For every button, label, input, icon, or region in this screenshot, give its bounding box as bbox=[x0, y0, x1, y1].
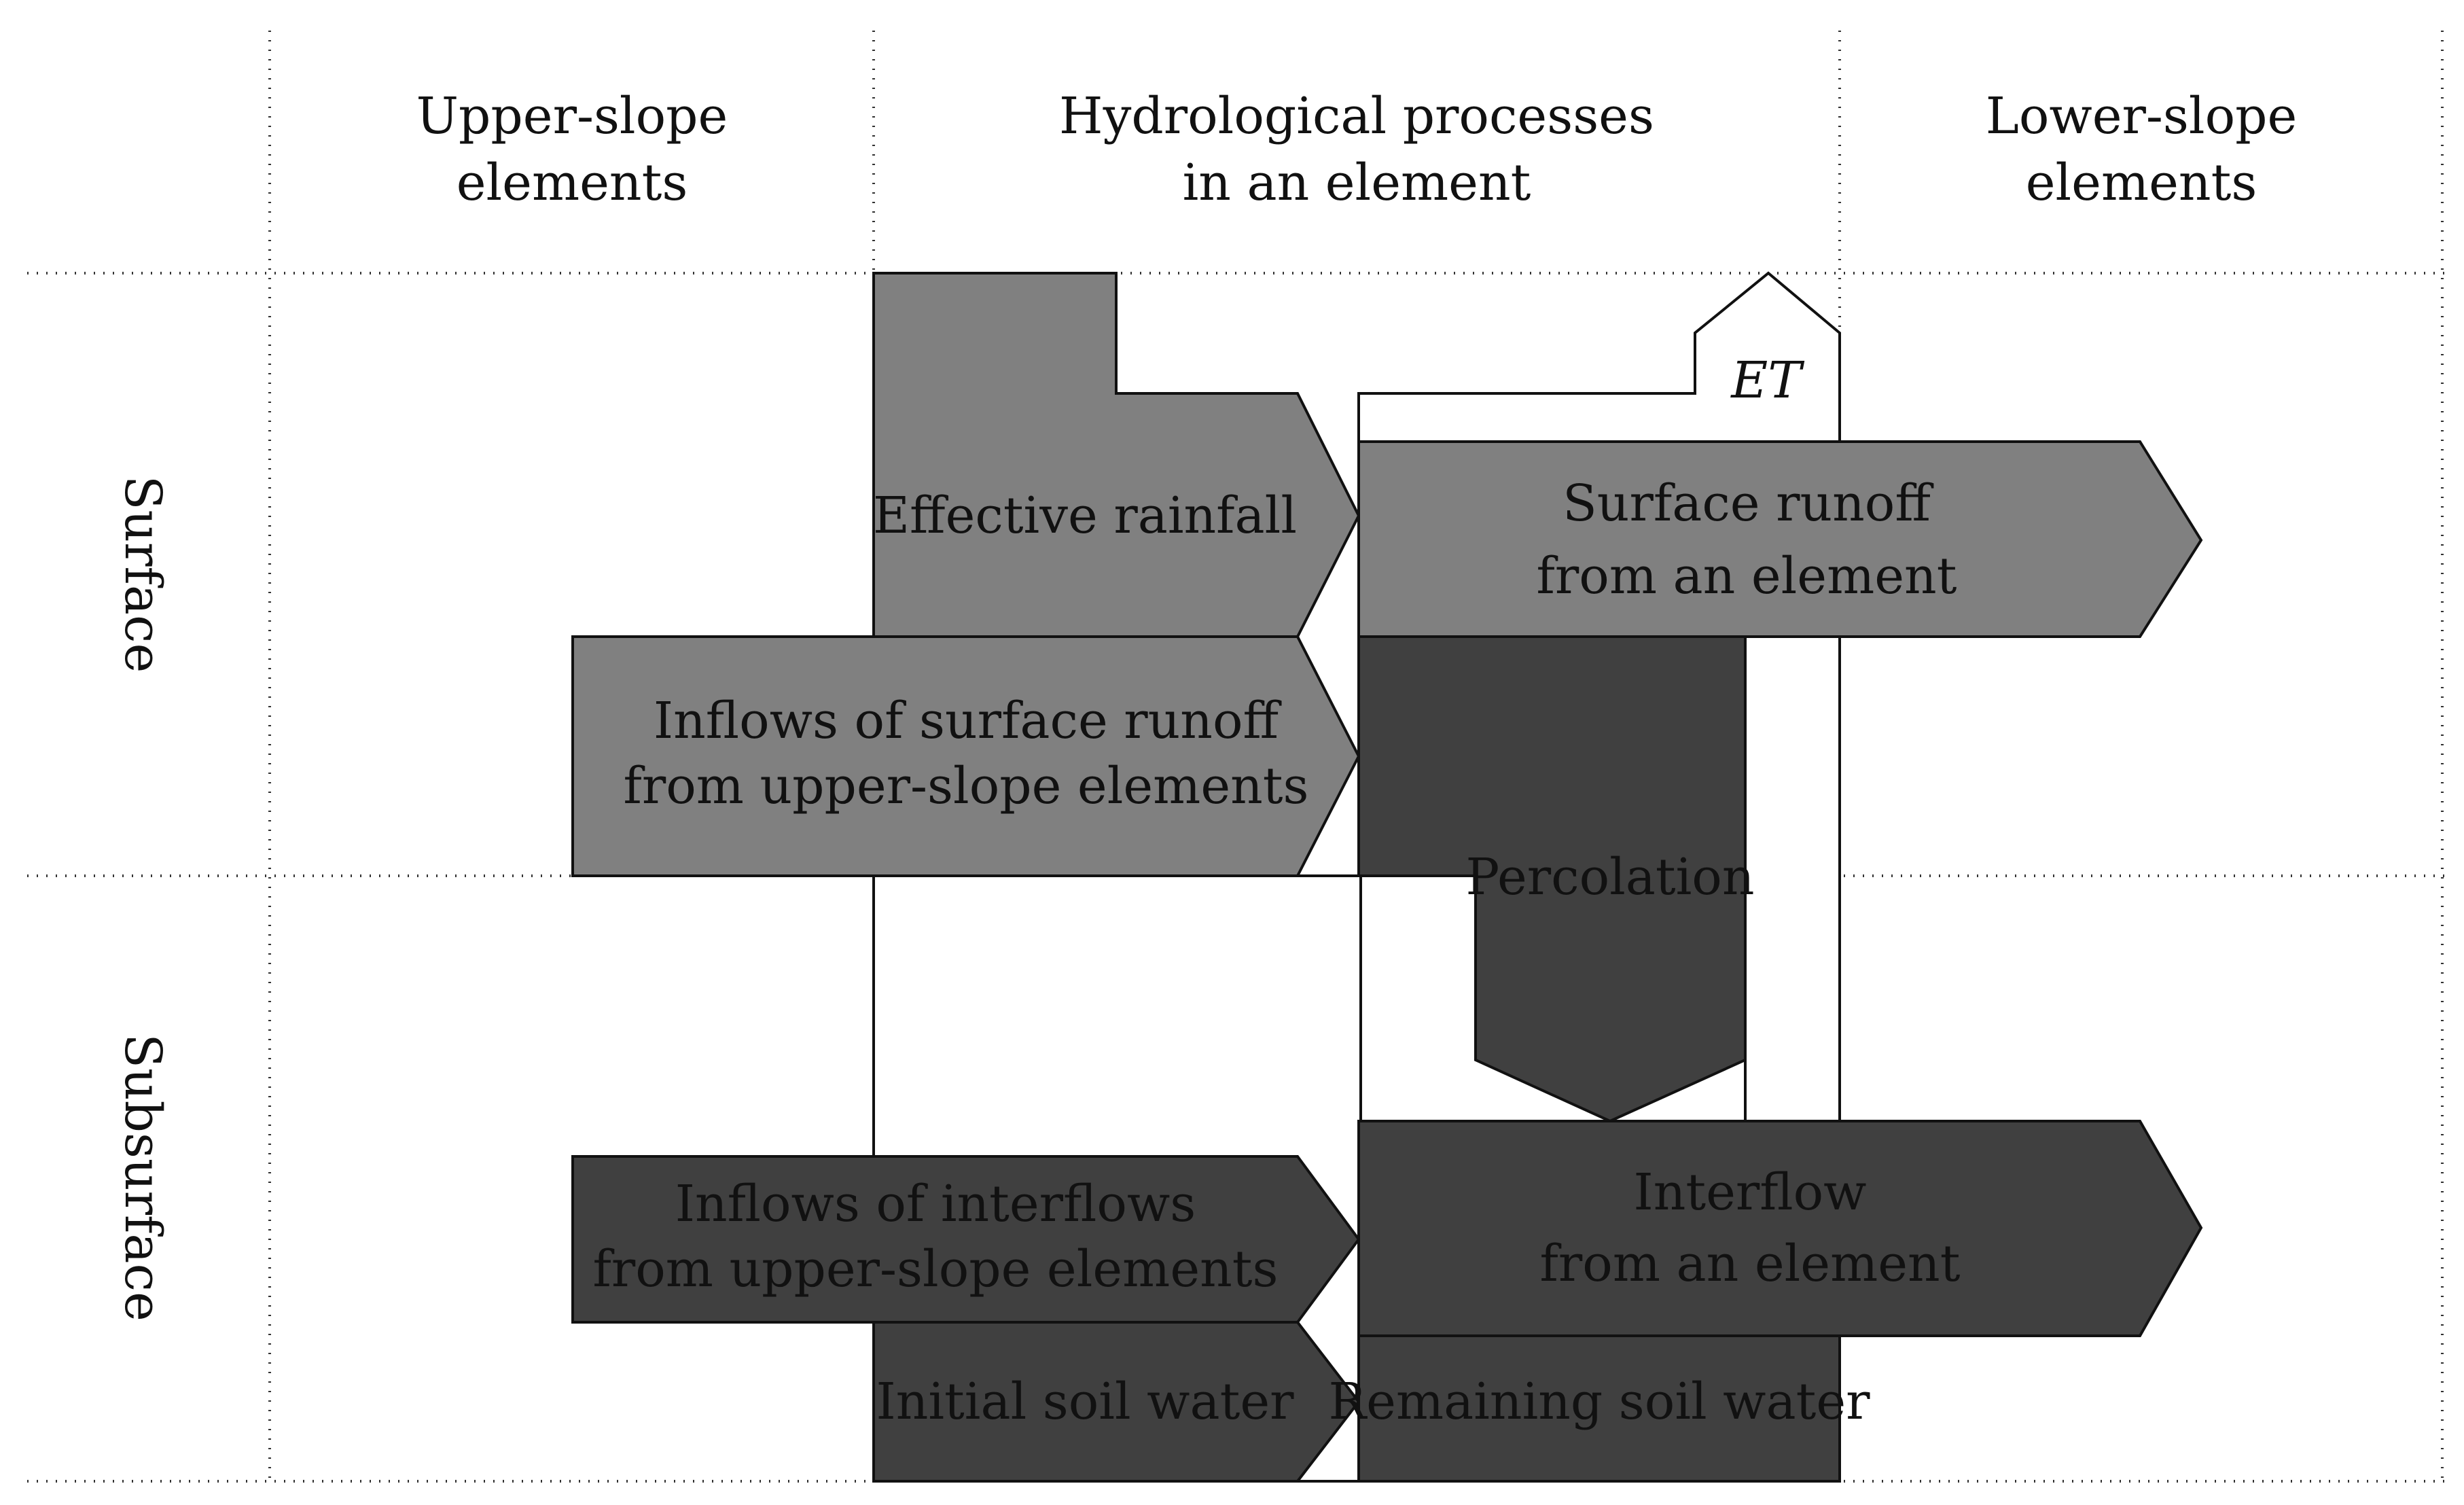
surface-runoff-label-line2: from an element bbox=[1537, 547, 1957, 605]
row-label-subsurface: Subsurface bbox=[113, 1033, 172, 1321]
interflow-arrow bbox=[1357, 1120, 2203, 1337]
header-lower-line2: elements bbox=[2026, 154, 2257, 212]
percolation-label: Percolation bbox=[1465, 848, 1754, 906]
et-label: ET bbox=[1730, 351, 1804, 410]
effective-rainfall-label: Effective rainfall bbox=[873, 486, 1297, 545]
inflows-surface-label-line2: from upper-slope elements bbox=[623, 757, 1308, 815]
inflows-surface-label-line1: Inflows of surface runoff bbox=[654, 692, 1283, 750]
header-upper-line1: Upper-slope bbox=[416, 87, 728, 145]
header-lower-line1: Lower-slope bbox=[1986, 87, 2298, 145]
surface-runoff-label-line1: Surface runoff bbox=[1563, 474, 1934, 533]
header-upper-line2: elements bbox=[457, 154, 688, 212]
effective-rainfall-box bbox=[872, 272, 1361, 638]
initial-soil-water-box bbox=[872, 1321, 1361, 1483]
inflows-interflow-label-line2: from upper-slope elements bbox=[592, 1240, 1278, 1298]
header-middle-line1: Hydrological processes bbox=[1059, 87, 1654, 145]
remaining-soil-water-box bbox=[1357, 1334, 1841, 1483]
header-middle-line2: in an element bbox=[1183, 154, 1531, 212]
interflow-label-line1: Interflow bbox=[1633, 1163, 1866, 1222]
inflows-interflow-arrow bbox=[571, 1155, 1361, 1324]
percolation-arrow bbox=[1357, 635, 1747, 1123]
row-label-surface: Surface bbox=[113, 476, 172, 673]
initial-soil-water-label: Initial soil water bbox=[876, 1373, 1294, 1431]
inflows-surface-arrow bbox=[571, 635, 1361, 877]
inflows-interflow-label-line1: Inflows of interflows bbox=[675, 1175, 1196, 1233]
surface-runoff-arrow bbox=[1357, 440, 2203, 638]
remaining-soil-water-label: Remaining soil water bbox=[1328, 1373, 1870, 1431]
interflow-label-line2: from an element bbox=[1540, 1235, 1961, 1293]
